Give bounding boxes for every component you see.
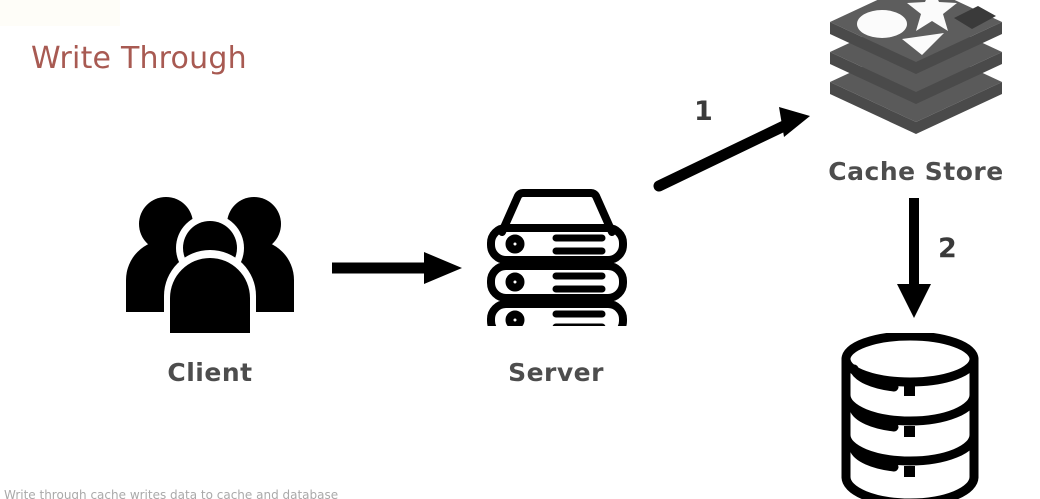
- database-node: [840, 333, 980, 499]
- server-rack-icon: [487, 189, 627, 326]
- client-label: Client: [167, 358, 253, 387]
- arrow-cache-to-database: [897, 198, 931, 318]
- cache-store-node: [826, 0, 1006, 142]
- step-number-1: 1: [694, 96, 713, 127]
- redis-stack-icon: [830, 0, 1002, 134]
- arrow-client-to-server: [332, 252, 462, 284]
- server-label: Server: [508, 358, 604, 387]
- watermark-blob: [0, 0, 120, 26]
- cache-store-label: Cache Store: [828, 157, 1004, 186]
- users-group-icon: [126, 197, 294, 336]
- page-title: Write Through: [31, 41, 247, 76]
- server-node: [484, 186, 630, 326]
- client-node: [118, 188, 302, 336]
- database-cylinder-icon: [841, 333, 979, 499]
- bottom-caption: Write through cache writes data to cache…: [4, 489, 339, 499]
- arrow-server-to-cache: [653, 107, 810, 192]
- step-number-2: 2: [938, 233, 957, 264]
